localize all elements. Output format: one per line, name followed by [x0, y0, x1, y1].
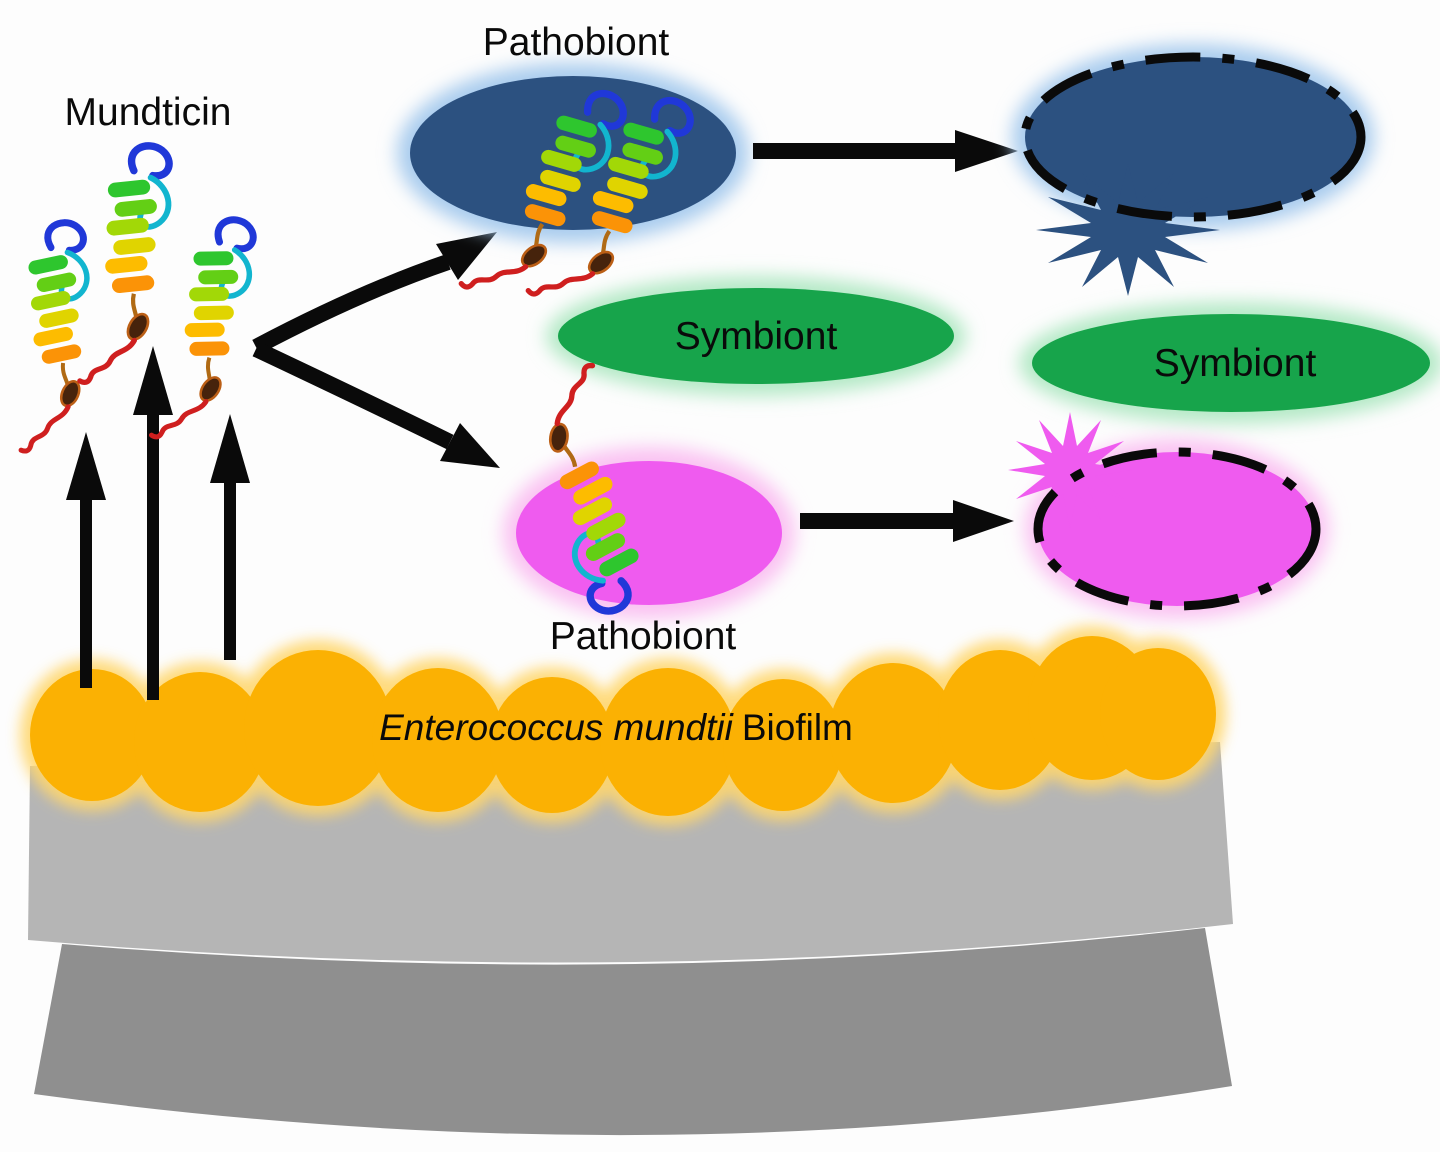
branch-arrow-upper-head [436, 232, 497, 280]
mundticin-ribbon [5, 221, 98, 451]
targeting-branch-arrows [252, 232, 500, 468]
effect-arrows [753, 130, 1018, 542]
symbiont-right-cell [1032, 314, 1430, 412]
symbiont-right-label: Symbiont [1154, 342, 1317, 385]
pathobiont-top-lysed-membrane [1020, 52, 1366, 222]
mundticin-molecules [5, 144, 255, 452]
effect-arrow-top [753, 130, 1018, 172]
biofilm-cell [372, 668, 504, 812]
biofilm-cells [30, 636, 1216, 816]
biofilm-cell [829, 663, 957, 803]
symbiont-left-label: Symbiont [675, 315, 838, 358]
biofilm-cell [723, 679, 843, 811]
mundticin-label: Mundticin [65, 91, 232, 134]
mundticin-ribbon [80, 144, 171, 385]
branch-arrow-lower-head [440, 423, 500, 468]
pathobiont-top-lysed-cell [1025, 57, 1361, 217]
branch-arrow-upper-shaft [252, 254, 451, 355]
pathobiont-bottom-lysed-group [1008, 412, 1329, 619]
biofilm-cell [134, 672, 266, 812]
pathobiont-bottom-lysed-membrane [1033, 447, 1321, 611]
effect-arrow-bottom [800, 500, 1014, 542]
pathobiont-bottom-group: Pathobiont [503, 364, 795, 658]
tissue-layer-deep [34, 928, 1232, 1136]
pathobiont-bottom-cell [516, 461, 782, 605]
pathobiont-top-label: Pathobiont [483, 21, 670, 64]
biofilm-cell [1100, 648, 1216, 780]
symbiont-left-group: Symbiont [546, 276, 966, 396]
pathobiont-bottom-lysis-burst [1008, 412, 1132, 528]
biofilm-cell [938, 650, 1062, 790]
up-arrow [66, 432, 106, 688]
branch-arrow-lower-shaft [252, 341, 454, 450]
biofilm-cell [244, 650, 392, 806]
pathobiont-top-group: Pathobiont [397, 21, 749, 325]
secretion-arrows [66, 346, 250, 700]
biofilm-cell [490, 677, 614, 813]
up-arrow [133, 346, 173, 700]
biofilm-label-species: Enterococcus mundtii [379, 707, 735, 748]
pathobiont-top-lysed-group [1012, 44, 1374, 296]
biofilm-label-word: Biofilm [742, 707, 853, 748]
symbiont-right-group: Symbiont [1019, 302, 1440, 424]
pathobiont-top-lysis-burst [1036, 164, 1220, 296]
symbiont-left-cell [558, 288, 954, 384]
biofilm-cell [600, 668, 736, 816]
up-arrow [210, 414, 250, 660]
biofilm-cell [30, 669, 154, 801]
pathobiont-bottom-label: Pathobiont [550, 615, 737, 658]
